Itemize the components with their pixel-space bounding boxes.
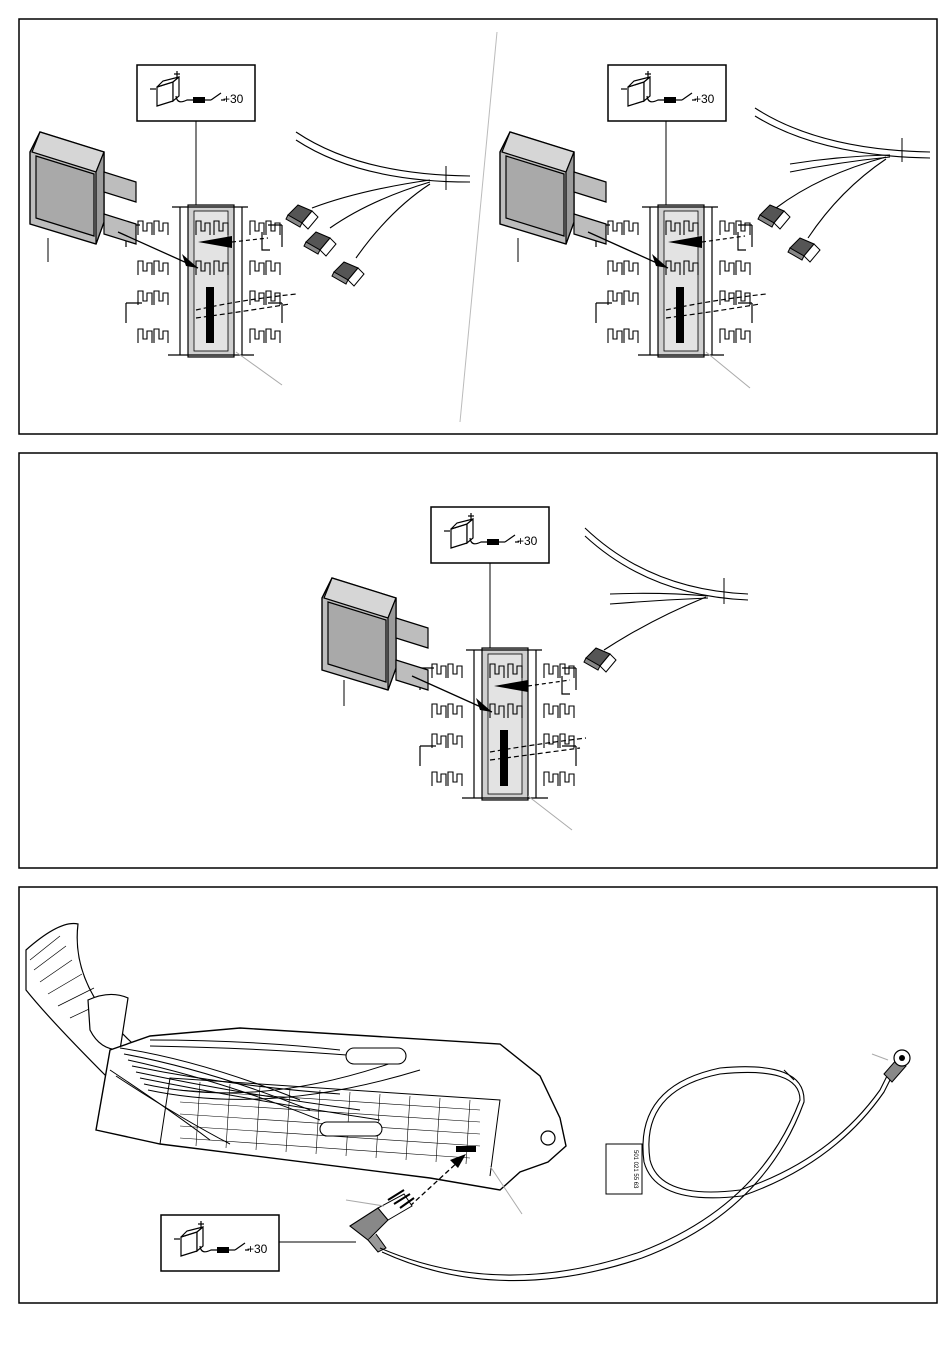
panel-2-illustration: +30 — [500, 65, 930, 388]
plug-in-fuse-1 — [30, 132, 136, 244]
wire-connector-2b — [788, 238, 820, 262]
symbol-label-3: +30 — [517, 534, 538, 548]
fuse-socket-3 — [420, 648, 576, 800]
mounting-hole — [541, 1131, 555, 1145]
symbol-label-1: +30 — [223, 92, 244, 106]
fuse-socket-2 — [596, 205, 752, 357]
plug-in-fuse-2 — [500, 132, 606, 244]
wire-connector-2a — [758, 205, 790, 229]
battery-fuse-symbol-3: +30 — [431, 507, 549, 563]
cable-tag: 501 021 55 63 — [606, 1144, 642, 1194]
wire-connector-3a — [584, 648, 616, 672]
ring-terminal — [884, 1050, 910, 1082]
battery-fuse-symbol-2: +30 — [608, 65, 726, 121]
battery-fuse-symbol-4: +30 — [161, 1215, 279, 1271]
wire-connector-1a — [286, 205, 318, 229]
panel-divider — [460, 32, 497, 422]
panel-3-illustration: +30 — [322, 507, 748, 830]
fuse-slot — [456, 1146, 476, 1152]
panel-4-illustration: 501 021 55 63 +30 — [26, 924, 910, 1281]
panel-1-illustration: +30 — [30, 65, 470, 385]
wire-connector-1b — [304, 232, 336, 256]
symbol-label-4: +30 — [247, 1242, 268, 1256]
inline-fuse-holder — [350, 1190, 414, 1252]
plug-in-fuse-3 — [322, 578, 428, 690]
symbol-label-2: +30 — [694, 92, 715, 106]
fuse-socket-1 — [126, 205, 282, 357]
battery-fuse-symbol-1: +30 — [137, 65, 255, 121]
tag-text: 501 021 55 63 — [632, 1150, 638, 1189]
wire-connector-1c — [332, 262, 364, 286]
